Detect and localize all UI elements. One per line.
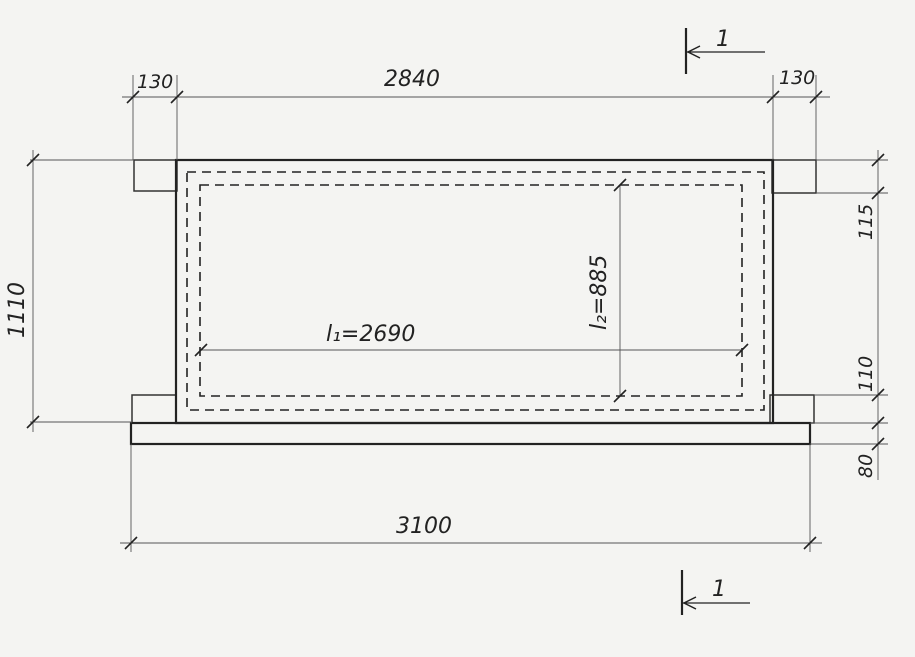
support-top-right [771, 159, 817, 194]
top-dimension: 130 2840 130 [122, 67, 830, 160]
dim-right-upper: 115 [855, 204, 877, 240]
dim-span-l2: l₂=885 [587, 255, 612, 330]
section-label-bottom: 1 [712, 577, 726, 602]
bottom-dimension: 3100 [120, 444, 822, 552]
tick-mark [613, 389, 627, 403]
tick-mark [803, 536, 817, 550]
tick-mark [126, 90, 140, 104]
base-strip [129, 421, 812, 446]
dim-bottom-total: 3100 [396, 514, 452, 539]
tick-mark [871, 416, 885, 430]
dim-right-middle: 110 [855, 356, 877, 392]
tick-mark [170, 90, 184, 104]
section-mark-top: 1 [684, 27, 765, 74]
dim-left-height: 1110 [5, 282, 30, 338]
dim-right-lower: 80 [855, 454, 877, 478]
left-dimension: 1110 [5, 150, 134, 432]
support-bottom-left [131, 394, 177, 424]
dim-span-l1: l₁=2690 [326, 322, 415, 347]
right-dimensions: 115 110 80 [810, 150, 888, 480]
tick-mark [809, 90, 823, 104]
reinforcement-contour-inner [199, 184, 743, 397]
tick-mark [871, 437, 885, 451]
tick-mark [871, 153, 885, 167]
tick-mark [613, 178, 627, 192]
tick-mark [26, 415, 40, 429]
span-l1: l₁=2690 [194, 322, 749, 357]
tick-mark [766, 90, 780, 104]
support-bottom-right [769, 394, 815, 424]
tick-mark [124, 536, 138, 550]
dim-top-middle: 2840 [384, 67, 440, 92]
tick-mark [871, 388, 885, 402]
tick-mark [26, 153, 40, 167]
dim-top-right: 130 [779, 67, 815, 89]
tick-mark [194, 343, 208, 357]
tick-mark [735, 343, 749, 357]
support-top-left [133, 159, 178, 192]
reinforcement-contour-outer [186, 171, 765, 411]
section-mark-bottom: 1 [680, 570, 750, 615]
section-label-top: 1 [716, 27, 730, 52]
dim-top-left: 130 [137, 71, 173, 93]
slab-outline [174, 158, 775, 425]
span-l2: l₂=885 [587, 178, 627, 403]
tick-mark [871, 186, 885, 200]
